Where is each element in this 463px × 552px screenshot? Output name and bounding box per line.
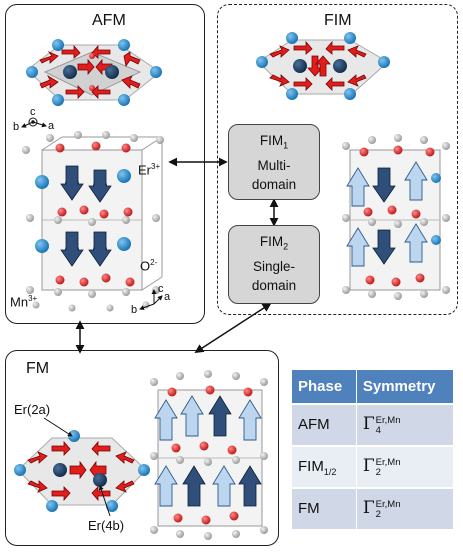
fm-top-view: [14, 417, 150, 517]
axis-a-bottom: a: [164, 291, 171, 303]
phase-cell: AFM: [292, 403, 357, 446]
er2a-label: Er(2a): [14, 402, 51, 417]
header-phase: Phase: [292, 370, 357, 404]
afm-side-view: [22, 131, 164, 312]
fm-title: FM: [26, 360, 50, 377]
phase-cell: FM: [292, 487, 357, 529]
axis-c-bottom: c: [158, 283, 164, 295]
er4b-label: Er(4b): [88, 518, 125, 533]
fm-side-view: [150, 370, 268, 540]
o-ion-label: O2-: [140, 258, 158, 274]
axis-a-top: a: [48, 120, 55, 132]
er-ion-label: Er3+: [138, 162, 161, 178]
table-header-row: Phase Symmetry: [292, 370, 455, 404]
mn-ion-label: Mn3+: [10, 294, 38, 310]
phase-cell: FIM1/2: [292, 445, 357, 488]
fim-title: FIM: [324, 12, 352, 29]
axis-b-bottom: b: [131, 304, 138, 316]
axis-c-top: c: [30, 106, 36, 118]
afm-axes-bottom: [139, 289, 163, 311]
fim1-box: FIM1 Multi- domain: [228, 124, 320, 200]
fim-side-view: [342, 134, 450, 300]
header-symmetry: Symmetry: [356, 370, 455, 404]
afm-axes-top: [21, 117, 47, 128]
afm-top-view: [26, 39, 162, 106]
afm-title: AFM: [92, 12, 126, 29]
fim-top-view: [256, 32, 390, 100]
axis-b-top: b: [13, 121, 20, 133]
fim2-box: FIM2 Single- domain: [228, 225, 320, 304]
transition-arrows: [75, 157, 279, 354]
